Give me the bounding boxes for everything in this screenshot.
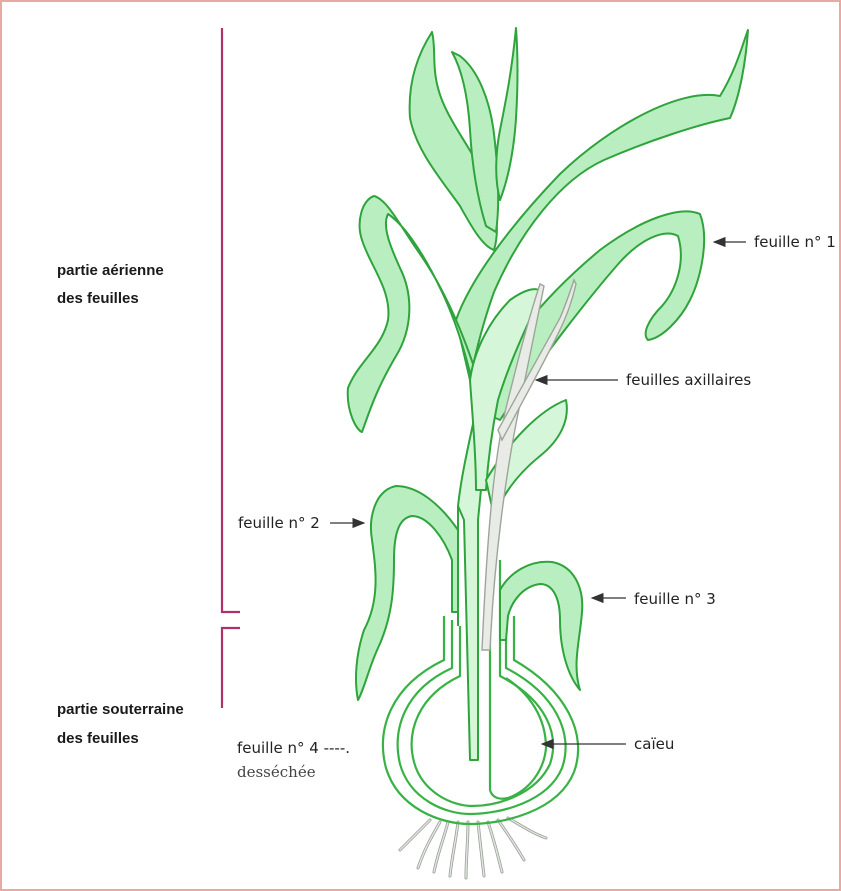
label-aerial-line1: partie aérienne — [57, 262, 164, 279]
label-underground-line1: partie souterraine — [57, 701, 184, 718]
bulb — [383, 560, 578, 824]
label-leaf-3: feuille n° 3 — [634, 590, 716, 608]
label-aerial-line2: des feuilles — [57, 290, 139, 307]
label-leaf-4: feuille n° 4 ----. — [237, 739, 350, 757]
leaf-top-center — [410, 28, 518, 250]
label-underground: partie souterraine des feuilles — [57, 701, 184, 747]
roots — [400, 818, 546, 878]
callout-axillary: feuilles axillaires — [536, 371, 751, 389]
underground-bracket — [222, 628, 240, 708]
label-leaf-2: feuille n° 2 — [238, 514, 320, 532]
callout-leaf-2: feuille n° 2 — [238, 514, 364, 532]
callout-leaf-1: feuille n° 1 — [714, 233, 836, 251]
label-clove: caïeu — [634, 735, 674, 753]
callout-leaf-4: feuille n° 4 ----. desséchée — [237, 739, 350, 781]
label-leaf-4-dried: desséchée — [237, 763, 316, 781]
label-leaf-1: feuille n° 1 — [754, 233, 836, 251]
label-axillary: feuilles axillaires — [626, 371, 751, 389]
callout-leaf-3: feuille n° 3 — [592, 590, 716, 608]
leaf-2 — [356, 486, 458, 700]
callout-clove: caïeu — [542, 735, 674, 753]
label-aerial: partie aérienne des feuilles — [57, 262, 164, 307]
label-underground-line2: des feuilles — [57, 730, 139, 747]
